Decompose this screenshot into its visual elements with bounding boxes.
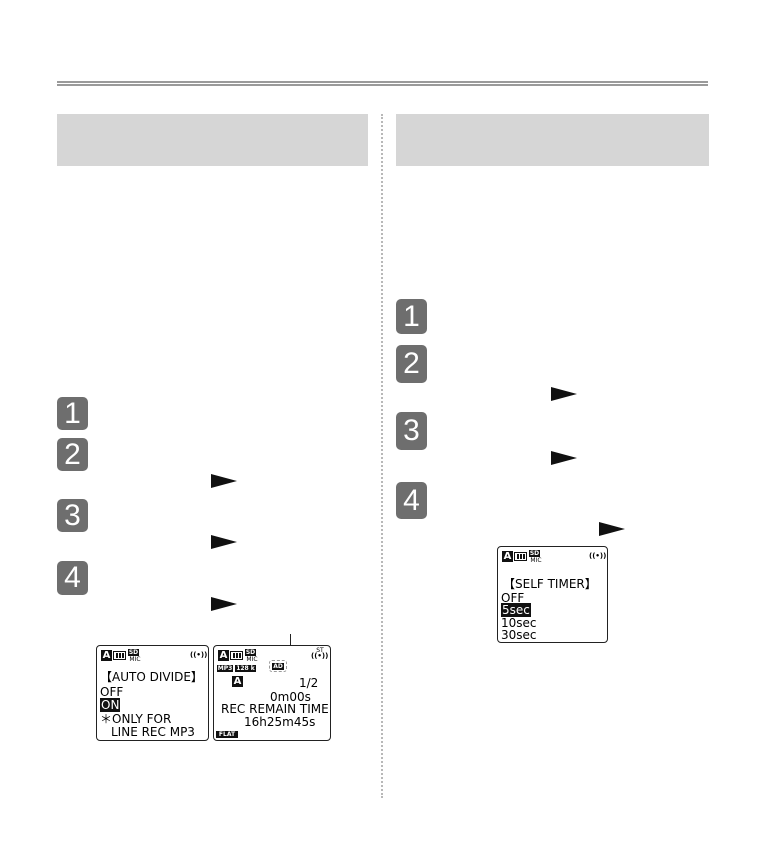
mic-label: MIC xyxy=(129,656,141,663)
mic-label: MIC xyxy=(246,656,258,663)
option-on-selected: ON xyxy=(100,698,121,712)
ad-indicator: AD xyxy=(272,663,284,670)
auto-divide-lcd-screen: A SD MIC ((•)) 【AUTO DIVIDE】 OFF ON ＊ONL… xyxy=(96,645,209,741)
file-position: 1/2 xyxy=(299,676,319,690)
sd-label: SD xyxy=(529,550,540,557)
remain-time: 16h25m45s xyxy=(244,715,316,729)
note-line-1: ＊ONLY FOR xyxy=(100,712,172,726)
top-rule xyxy=(57,81,708,86)
battery-icon xyxy=(514,552,527,561)
option-30sec: 30sec xyxy=(501,628,537,642)
step-4-marker: 4 xyxy=(57,561,88,595)
folder-a-icon: A xyxy=(218,650,229,661)
option-10sec: 10sec xyxy=(501,616,537,630)
elapsed-time: 0m00s xyxy=(270,690,311,704)
right-arrow-icon xyxy=(211,535,237,549)
right-arrow-icon xyxy=(211,597,237,611)
note-line-2: LINE REC MP3 xyxy=(111,725,195,739)
folder-a-icon: A xyxy=(502,551,513,562)
battery-icon xyxy=(113,651,126,660)
format-badge: MP3 xyxy=(217,665,233,672)
battery-icon xyxy=(230,651,243,660)
remain-label: REC REMAIN TIME xyxy=(221,702,329,716)
option-off: OFF xyxy=(100,685,124,699)
bitrate-badge: 128 k xyxy=(235,665,256,672)
stereo-mic-icon: ((•)) xyxy=(589,552,607,560)
step-3-marker: 3 xyxy=(57,499,88,532)
step-2-marker: 2 xyxy=(57,438,88,471)
eq-mode-badge: FLAT xyxy=(216,731,238,738)
step-4-marker: 4 xyxy=(396,482,427,519)
folder-a-icon: A xyxy=(101,650,112,661)
step-2-marker: 2 xyxy=(396,345,427,383)
option-5sec-selected: 5sec xyxy=(501,603,531,617)
folder-label: A xyxy=(232,676,243,687)
right-arrow-icon xyxy=(551,451,577,465)
ad-indicator-highlight xyxy=(269,660,287,672)
sd-label: SD xyxy=(245,649,256,656)
stereo-mic-icon: ((•)) xyxy=(311,652,329,660)
mic-label: MIC xyxy=(530,557,542,564)
left-section-header-band xyxy=(57,114,368,166)
stereo-label: ST xyxy=(316,647,324,654)
column-divider xyxy=(381,114,383,798)
right-arrow-icon xyxy=(211,474,237,488)
screen-title: 【AUTO DIVIDE】 xyxy=(100,670,203,684)
step-1-marker: 1 xyxy=(57,397,88,430)
step-3-marker: 3 xyxy=(396,412,427,450)
right-arrow-icon xyxy=(551,387,577,401)
self-timer-lcd-screen: A SD MIC ((•)) 【SELF TIMER】 OFF 5sec 10s… xyxy=(497,546,608,643)
stereo-mic-icon: ((•)) xyxy=(190,651,208,659)
recording-lcd-screen: A SD MIC ST ((•)) MP3 128 k AD A 1/2 0m0… xyxy=(213,645,331,741)
screen-title: 【SELF TIMER】 xyxy=(503,577,597,591)
option-off: OFF xyxy=(501,591,525,605)
step-1-marker: 1 xyxy=(396,299,427,334)
sd-label: SD xyxy=(128,649,139,656)
right-arrow-icon xyxy=(599,522,625,536)
right-section-header-band xyxy=(396,114,709,166)
